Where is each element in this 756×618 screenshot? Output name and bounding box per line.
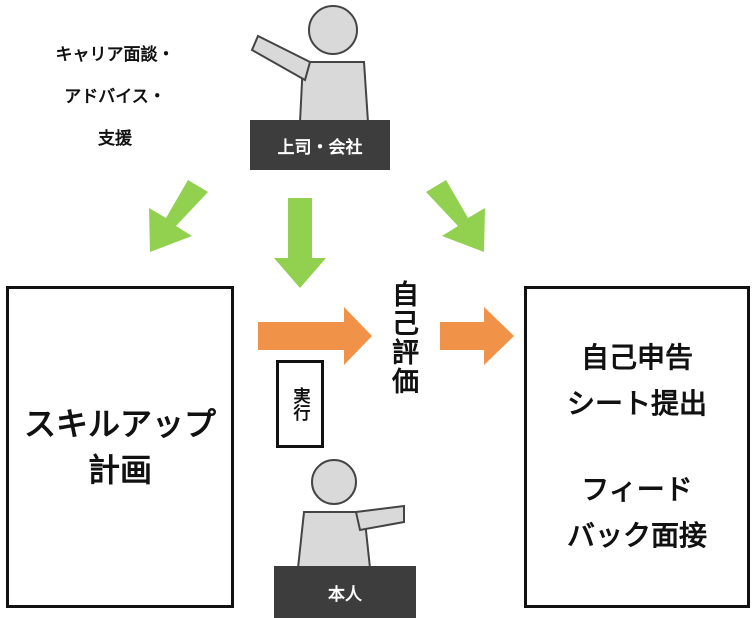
self-label: 本人 (274, 566, 416, 618)
self-report-text: 自己申告 シート提出 (566, 341, 707, 420)
boss-label: 上司・会社 (250, 120, 390, 170)
support-text: キャリア面談・ アドバイス・ 支援 (55, 45, 175, 149)
execution-box: 実行 (276, 360, 324, 448)
boss-person-icon (250, 5, 370, 123)
skill-up-plan-box: スキルアップ 計画 (6, 286, 234, 608)
self-person-icon (296, 459, 405, 569)
self-evaluation-label: 自己評価 (387, 280, 418, 396)
orange-arrow-2 (440, 307, 514, 365)
orange-arrow-1 (258, 307, 372, 365)
green-arrow-right (426, 180, 485, 252)
execution-label: 実行 (289, 387, 310, 421)
green-arrow-down (274, 198, 326, 288)
feedback-interview-text: フィード バック面接 (566, 473, 707, 552)
skill-up-plan-text: スキルアップ 計画 (23, 405, 216, 489)
green-arrow-left (149, 180, 208, 252)
review-box: 自己申告 シート提出 フィード バック面接 (524, 286, 750, 608)
